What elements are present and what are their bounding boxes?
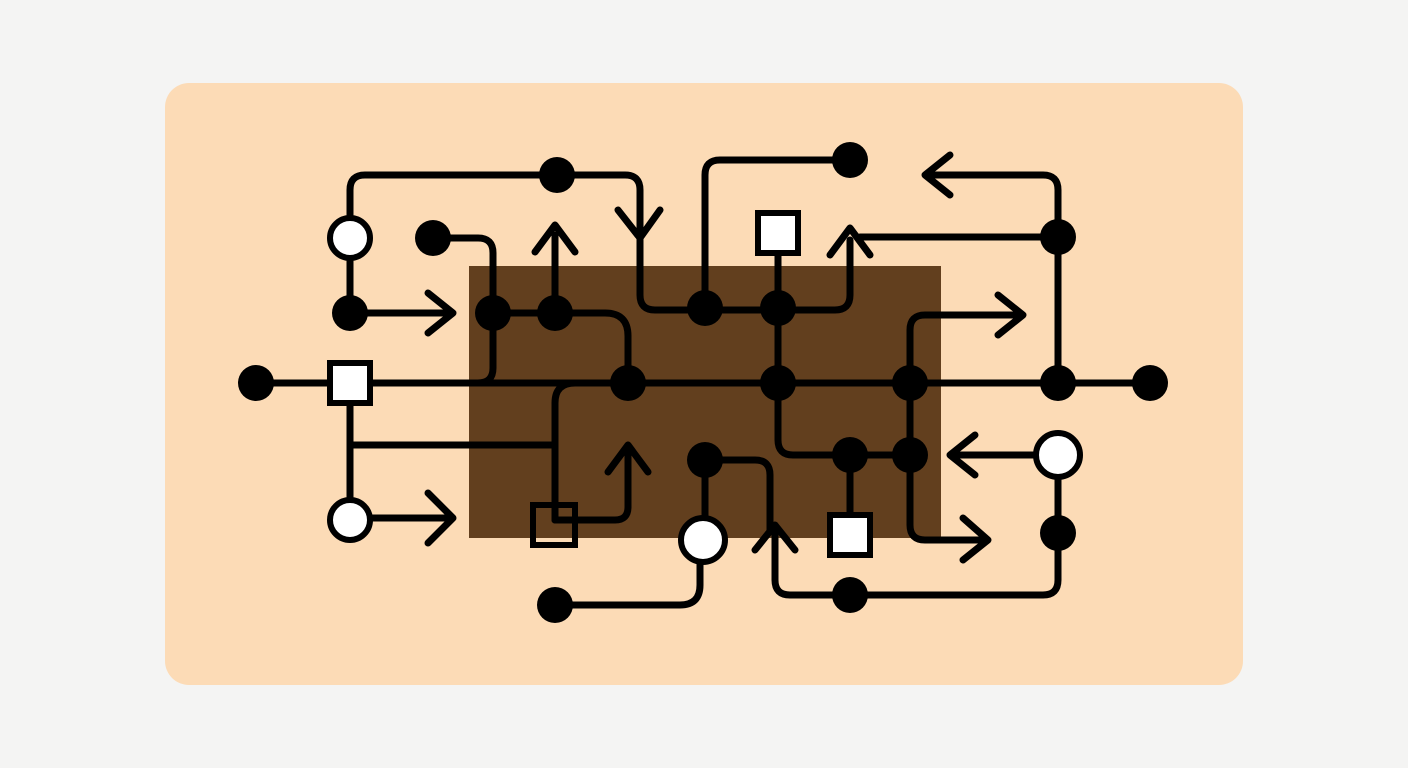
- hollow-node: [1033, 430, 1083, 480]
- filled-node: [537, 295, 573, 331]
- filled-node: [832, 437, 868, 473]
- square-node: [530, 502, 578, 548]
- wire-junction-row: [489, 309, 632, 387]
- arrow-right-icon: [424, 489, 457, 547]
- filled-node: [537, 587, 573, 623]
- arrow-down-icon: [614, 206, 664, 242]
- arrow-left-icon: [946, 431, 979, 479]
- arrow-up-icon: [826, 224, 874, 259]
- filled-node: [332, 295, 368, 331]
- filled-node: [1132, 365, 1168, 401]
- wire-hub-down: [774, 379, 914, 459]
- filled-node: [1040, 365, 1076, 401]
- square-node-layer: [327, 210, 873, 558]
- wire-top-mid: [701, 156, 854, 314]
- wire-mid-lower-left: [551, 379, 632, 524]
- arrow-layer: [424, 151, 1027, 564]
- arrow-right-icon: [959, 514, 992, 564]
- square-node: [327, 360, 373, 406]
- hollow-node-layer: [327, 215, 1083, 565]
- filled-node: [1040, 515, 1076, 551]
- arrow-up-icon: [531, 221, 579, 256]
- filled-node: [832, 577, 868, 613]
- wire-top-loop: [346, 171, 644, 240]
- arrow-up-icon: [604, 441, 652, 476]
- filled-node: [687, 442, 723, 478]
- filled-node: [760, 365, 796, 401]
- hollow-node: [327, 215, 373, 261]
- filled-node: [687, 290, 723, 326]
- filled-node: [539, 157, 575, 193]
- arrow-up-icon: [751, 521, 799, 554]
- filled-node: [760, 290, 796, 326]
- arrow-right-icon: [994, 291, 1027, 339]
- filled-node: [610, 365, 646, 401]
- filled-node: [892, 437, 928, 473]
- wire-square-to-arrow: [551, 446, 632, 524]
- wire-hub-branch-up: [774, 236, 854, 314]
- square-node: [827, 512, 873, 558]
- wire-bottom-left: [551, 536, 704, 609]
- filled-node: [238, 365, 274, 401]
- filled-node-layer: [238, 142, 1168, 623]
- hollow-node: [678, 515, 728, 565]
- hollow-node: [327, 497, 373, 543]
- filled-node: [1040, 219, 1076, 255]
- wire-right-vertical-lower: [771, 451, 1062, 599]
- arrow-left-icon: [921, 151, 954, 199]
- wire-node-curve: [701, 456, 774, 534]
- filled-node: [475, 295, 511, 331]
- filled-node: [892, 365, 928, 401]
- filled-node: [832, 142, 868, 178]
- arrow-right-icon: [424, 289, 457, 337]
- wire-right-top-loop: [926, 171, 1062, 387]
- filled-node: [415, 220, 451, 256]
- wire-right-junction-up: [906, 311, 1024, 459]
- wire-right-junction-down: [906, 451, 984, 544]
- square-node: [755, 210, 801, 256]
